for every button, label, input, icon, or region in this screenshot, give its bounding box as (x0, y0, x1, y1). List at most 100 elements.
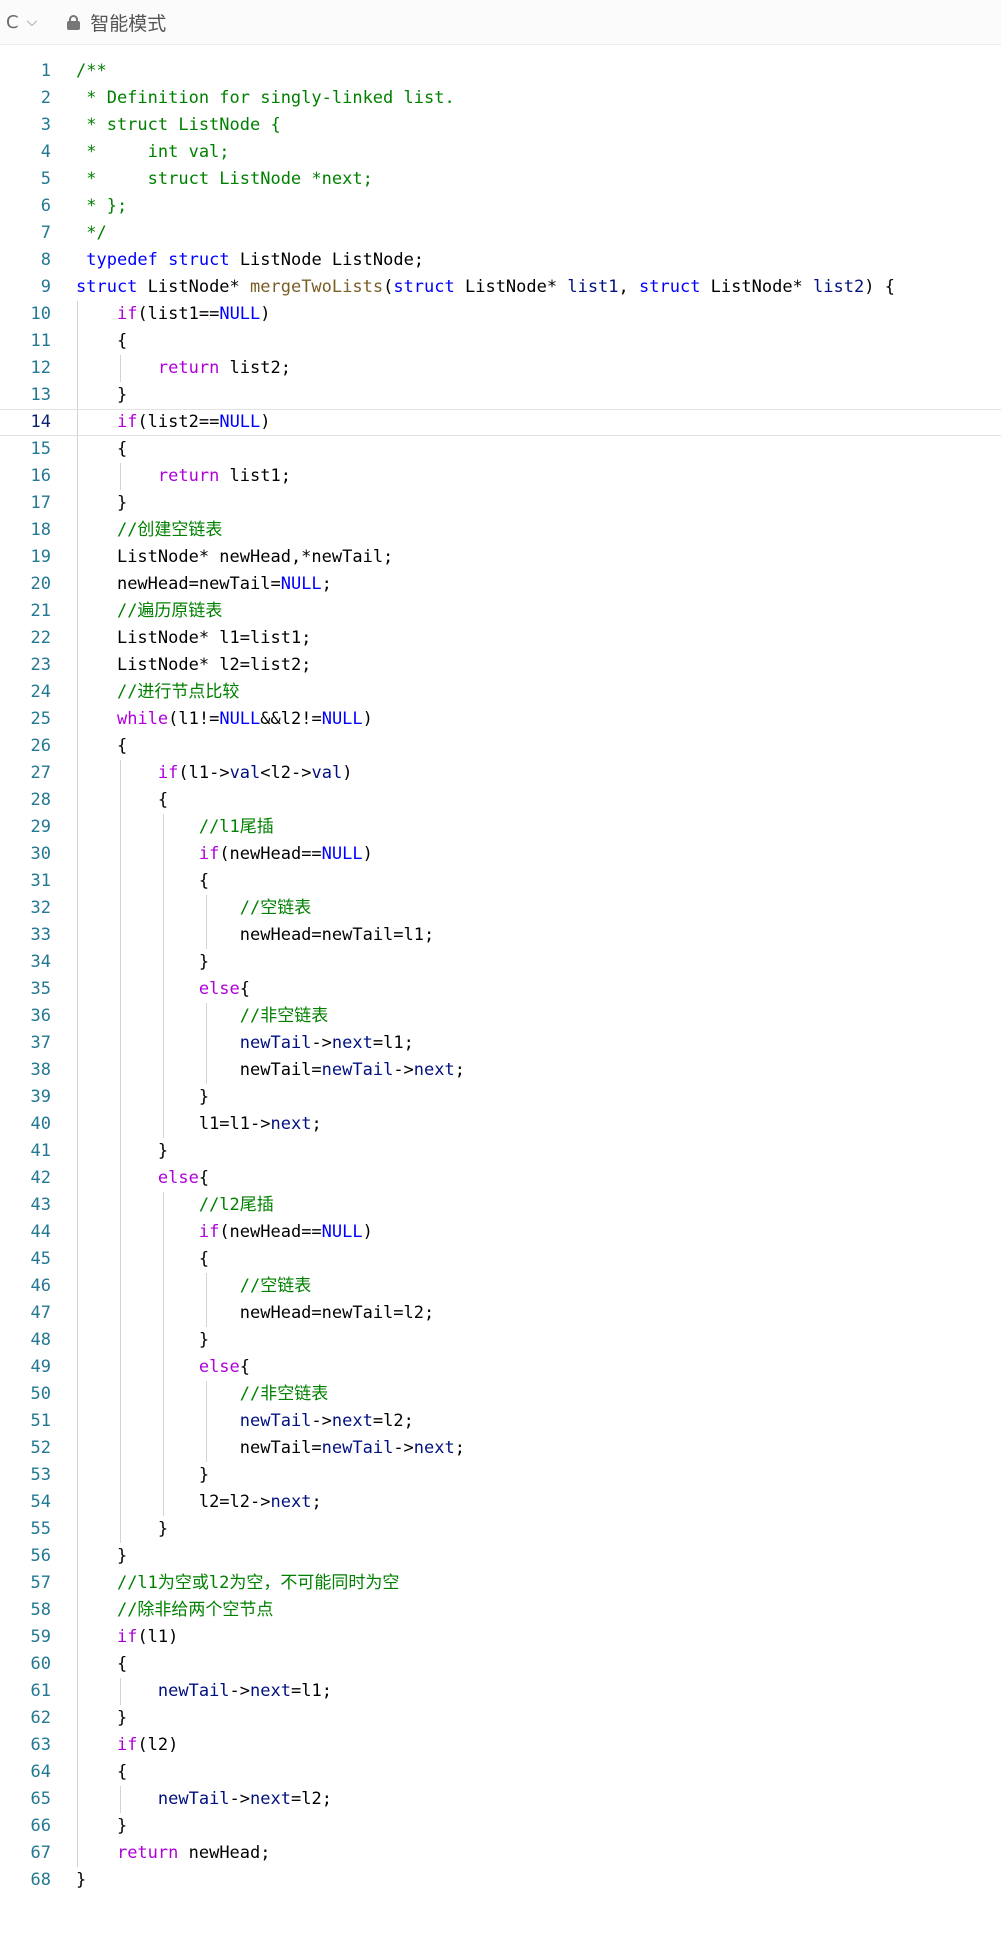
code-line[interactable]: 21 //遍历原链表 (0, 598, 1001, 625)
code-line[interactable]: 36 //非空链表 (0, 1003, 1001, 1030)
code-line[interactable]: 19 ListNode* newHead,*newTail; (0, 544, 1001, 571)
code-line[interactable]: 27 if(l1->val<l2->val) (0, 760, 1001, 787)
code-line[interactable]: 34 } (0, 949, 1001, 976)
language-selector[interactable]: C (6, 11, 19, 33)
code-line[interactable]: 16 return list1; (0, 463, 1001, 490)
code-line[interactable]: 13 } (0, 382, 1001, 409)
code-line[interactable]: 17 } (0, 490, 1001, 517)
code-line[interactable]: 49 else{ (0, 1354, 1001, 1381)
code-line[interactable]: 58 //除非给两个空节点 (0, 1597, 1001, 1624)
code-token: =l1; (290, 1681, 332, 1701)
code-line[interactable]: 28 { (0, 787, 1001, 814)
code-line[interactable]: 56 } (0, 1543, 1001, 1570)
line-number: 8 (40, 250, 51, 270)
code-editor[interactable]: 1/**2 * Definition for singly-linked lis… (0, 58, 1001, 1894)
code-token: (list1== (137, 304, 220, 324)
mode-label[interactable]: 智能模式 (90, 12, 167, 35)
indent-guide (120, 976, 121, 1003)
code-line[interactable]: 63 if(l2) (0, 1732, 1001, 1759)
code-token: //非空链表 (239, 1006, 329, 1026)
code-line[interactable]: 32 //空链表 (0, 895, 1001, 922)
indent-guide (77, 922, 78, 949)
indent-guide (120, 1786, 121, 1813)
code-token: ) (260, 412, 271, 432)
code-line[interactable]: 66 } (0, 1813, 1001, 1840)
code-line[interactable]: 31 { (0, 868, 1001, 895)
code-line[interactable]: 61 newTail->next=l1; (0, 1678, 1001, 1705)
code-line[interactable]: 42 else{ (0, 1165, 1001, 1192)
code-token: } (116, 1708, 128, 1728)
code-line[interactable]: 41 } (0, 1138, 1001, 1165)
code-line[interactable]: 65 newTail->next=l2; (0, 1786, 1001, 1813)
code-line[interactable]: 7 */ (0, 220, 1001, 247)
code-line[interactable]: 46 //空链表 (0, 1273, 1001, 1300)
code-line[interactable]: 62 } (0, 1705, 1001, 1732)
code-line[interactable]: 47 newHead=newTail=l2; (0, 1300, 1001, 1327)
code-token: { (239, 1357, 251, 1377)
code-line[interactable]: 39 } (0, 1084, 1001, 1111)
code-line[interactable]: 23 ListNode* l2=list2; (0, 652, 1001, 679)
line-number: 38 (30, 1060, 51, 1080)
code-token: else (198, 979, 240, 999)
code-line[interactable]: 26 { (0, 733, 1001, 760)
code-line[interactable]: 15 { (0, 436, 1001, 463)
code-line[interactable]: 11 { (0, 328, 1001, 355)
indent-guide (120, 1084, 121, 1111)
code-line[interactable]: 53 } (0, 1462, 1001, 1489)
line-number: 37 (30, 1033, 51, 1053)
code-line[interactable]: 14 if(list2==NULL) (0, 409, 1001, 437)
code-line[interactable]: 8 typedef struct ListNode ListNode; (0, 247, 1001, 274)
code-line[interactable]: 6 * }; (0, 193, 1001, 220)
code-token: * Definition for singly-linked list. (76, 88, 455, 108)
code-line[interactable]: 18 //创建空链表 (0, 517, 1001, 544)
indent-guide (120, 895, 121, 922)
code-text: return list1; (76, 463, 291, 490)
code-line[interactable]: 64 { (0, 1759, 1001, 1786)
code-token: NULL (321, 709, 363, 729)
code-line[interactable]: 3 * struct ListNode { (0, 112, 1001, 139)
code-line[interactable]: 30 if(newHead==NULL) (0, 841, 1001, 868)
code-line[interactable]: 22 ListNode* l1=list1; (0, 625, 1001, 652)
code-text: //空链表 (76, 1273, 311, 1300)
code-line[interactable]: 52 newTail=newTail->next; (0, 1435, 1001, 1462)
code-line[interactable]: 51 newTail->next=l2; (0, 1408, 1001, 1435)
code-line[interactable]: 2 * Definition for singly-linked list. (0, 85, 1001, 112)
line-number: 20 (30, 574, 51, 594)
code-line[interactable]: 25 while(l1!=NULL&&l2!=NULL) (0, 706, 1001, 733)
code-line[interactable]: 67 return newHead; (0, 1840, 1001, 1867)
code-line[interactable]: 1/** (0, 58, 1001, 85)
code-line[interactable]: 35 else{ (0, 976, 1001, 1003)
code-line[interactable]: 45 { (0, 1246, 1001, 1273)
code-line[interactable]: 59 if(l1) (0, 1624, 1001, 1651)
code-line[interactable]: 43 //l2尾插 (0, 1192, 1001, 1219)
code-line[interactable]: 54 l2=l2->next; (0, 1489, 1001, 1516)
code-line[interactable]: 68} (0, 1867, 1001, 1894)
code-line[interactable]: 5 * struct ListNode *next; (0, 166, 1001, 193)
code-line[interactable]: 55 } (0, 1516, 1001, 1543)
code-line[interactable]: 60 { (0, 1651, 1001, 1678)
code-line[interactable]: 12 return list2; (0, 355, 1001, 382)
code-line[interactable]: 48 } (0, 1327, 1001, 1354)
code-text: if(l1->val<l2->val) (76, 760, 353, 787)
line-number: 33 (30, 925, 51, 945)
code-line[interactable]: 40 l1=l1->next; (0, 1111, 1001, 1138)
indent-guide (206, 1381, 207, 1408)
code-text: l1=l1->next; (76, 1111, 322, 1138)
code-line[interactable]: 57 //l1为空或l2为空，不可能同时为空 (0, 1570, 1001, 1597)
code-text: //非空链表 (76, 1003, 328, 1030)
code-line[interactable]: 37 newTail->next=l1; (0, 1030, 1001, 1057)
chevron-down-icon[interactable]: ⌵ (26, 14, 38, 30)
code-line[interactable]: 50 //非空链表 (0, 1381, 1001, 1408)
indent-guide (77, 1516, 78, 1543)
code-line[interactable]: 44 if(newHead==NULL) (0, 1219, 1001, 1246)
code-line[interactable]: 20 newHead=newTail=NULL; (0, 571, 1001, 598)
code-text: while(l1!=NULL&&l2!=NULL) (76, 706, 373, 733)
code-line[interactable]: 24 //进行节点比较 (0, 679, 1001, 706)
code-line[interactable]: 29 //l1尾插 (0, 814, 1001, 841)
code-line[interactable]: 4 * int val; (0, 139, 1001, 166)
code-line[interactable]: 10 if(list1==NULL) (0, 301, 1001, 328)
code-text: if(list2==NULL) (76, 410, 271, 435)
code-line[interactable]: 33 newHead=newTail=l1; (0, 922, 1001, 949)
code-line[interactable]: 38 newTail=newTail->next; (0, 1057, 1001, 1084)
